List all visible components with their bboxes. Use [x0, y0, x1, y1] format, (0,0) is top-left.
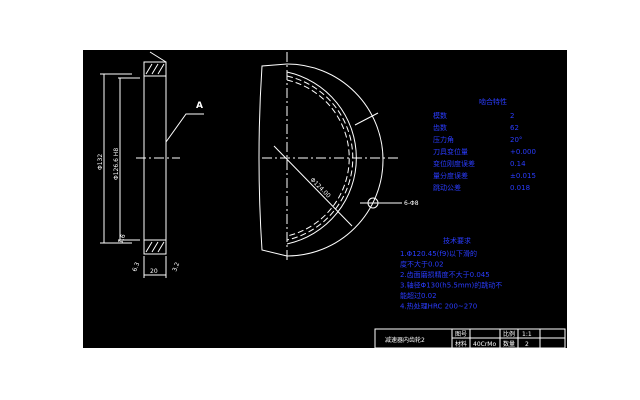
- title-block: 减速器内齿轮2 图号 材料 40CrMo 比例 1:1 数量 2: [374, 328, 566, 349]
- requirements-title: 技术要求: [443, 236, 471, 245]
- material-value: 40CrMo: [473, 341, 496, 348]
- mesh-row-label: 齿数: [433, 123, 447, 132]
- mesh-row-value: 62: [510, 124, 519, 132]
- inner-dia-label: Φ126.6 H8: [113, 148, 120, 180]
- scale-value: 1:1: [522, 331, 532, 338]
- part-name: 减速器内齿轮2: [385, 336, 425, 344]
- mesh-row-label: 量分度误差: [433, 171, 468, 180]
- requirement-line: 3.轴径Φ130(h5.5mm)的跳动不: [400, 281, 502, 290]
- outer-dia-label: Φ132: [97, 154, 104, 170]
- mesh-row-value: ±0.015: [510, 172, 536, 180]
- mesh-characteristics-table: 啮合特性 模数 2 齿数 62 压力角 20° 刀具变位量 +0.000 变位刚度误差 0.14 量…: [433, 97, 536, 192]
- requirement-line: 能超过0.02: [400, 291, 437, 300]
- mesh-row-label: 模数: [433, 111, 447, 120]
- roughness-label: 1.6: [117, 233, 127, 245]
- roughness-label: 3.2: [171, 261, 181, 273]
- front-half-view: Φ124.00 6-Φ8: [258, 52, 419, 262]
- mesh-row-value: 0.14: [510, 160, 526, 168]
- hatch-bottom: [143, 239, 167, 255]
- section-label-a: A: [196, 101, 203, 111]
- requirement-line: 2.齿面磨损精度不大于0.045: [400, 270, 490, 279]
- technical-requirements: 技术要求 1.Φ120.45(f9)以下滑的度不大于0.022.齿面磨损精度不大…: [400, 236, 502, 311]
- mesh-row-label: 跳动公差: [433, 183, 461, 192]
- requirement-line: 4.热处理HRC 200~270: [400, 302, 477, 311]
- requirement-line: 1.Φ120.45(f9)以下滑的: [400, 249, 477, 258]
- mesh-row-value: +0.000: [510, 148, 536, 156]
- mesh-row-label: 压力角: [433, 135, 454, 144]
- roughness-label: 6.3: [131, 261, 141, 273]
- mesh-row-value: 0.018: [510, 184, 530, 192]
- qty-value: 2: [525, 341, 529, 348]
- qty-label: 数量: [503, 340, 515, 348]
- material-label: 材料: [455, 340, 467, 348]
- mesh-row-label: 刀具变位量: [433, 147, 468, 156]
- mesh-row-value: 20°: [510, 136, 522, 144]
- scale-label: 比例: [503, 330, 515, 338]
- holes-label: 6-Φ8: [404, 200, 419, 207]
- requirement-line: 度不大于0.02: [400, 260, 444, 269]
- mesh-table-title: 啮合特性: [479, 97, 507, 106]
- mesh-row-label: 变位刚度误差: [433, 159, 475, 168]
- mesh-row-value: 2: [510, 112, 514, 120]
- width-label: 20: [150, 268, 158, 275]
- side-section-view: Φ132 Φ126.6 H8 20 6.3 3.2 1.6 A: [97, 51, 204, 278]
- hatch-top: [143, 61, 167, 77]
- drawing-no-label: 图号: [455, 331, 467, 338]
